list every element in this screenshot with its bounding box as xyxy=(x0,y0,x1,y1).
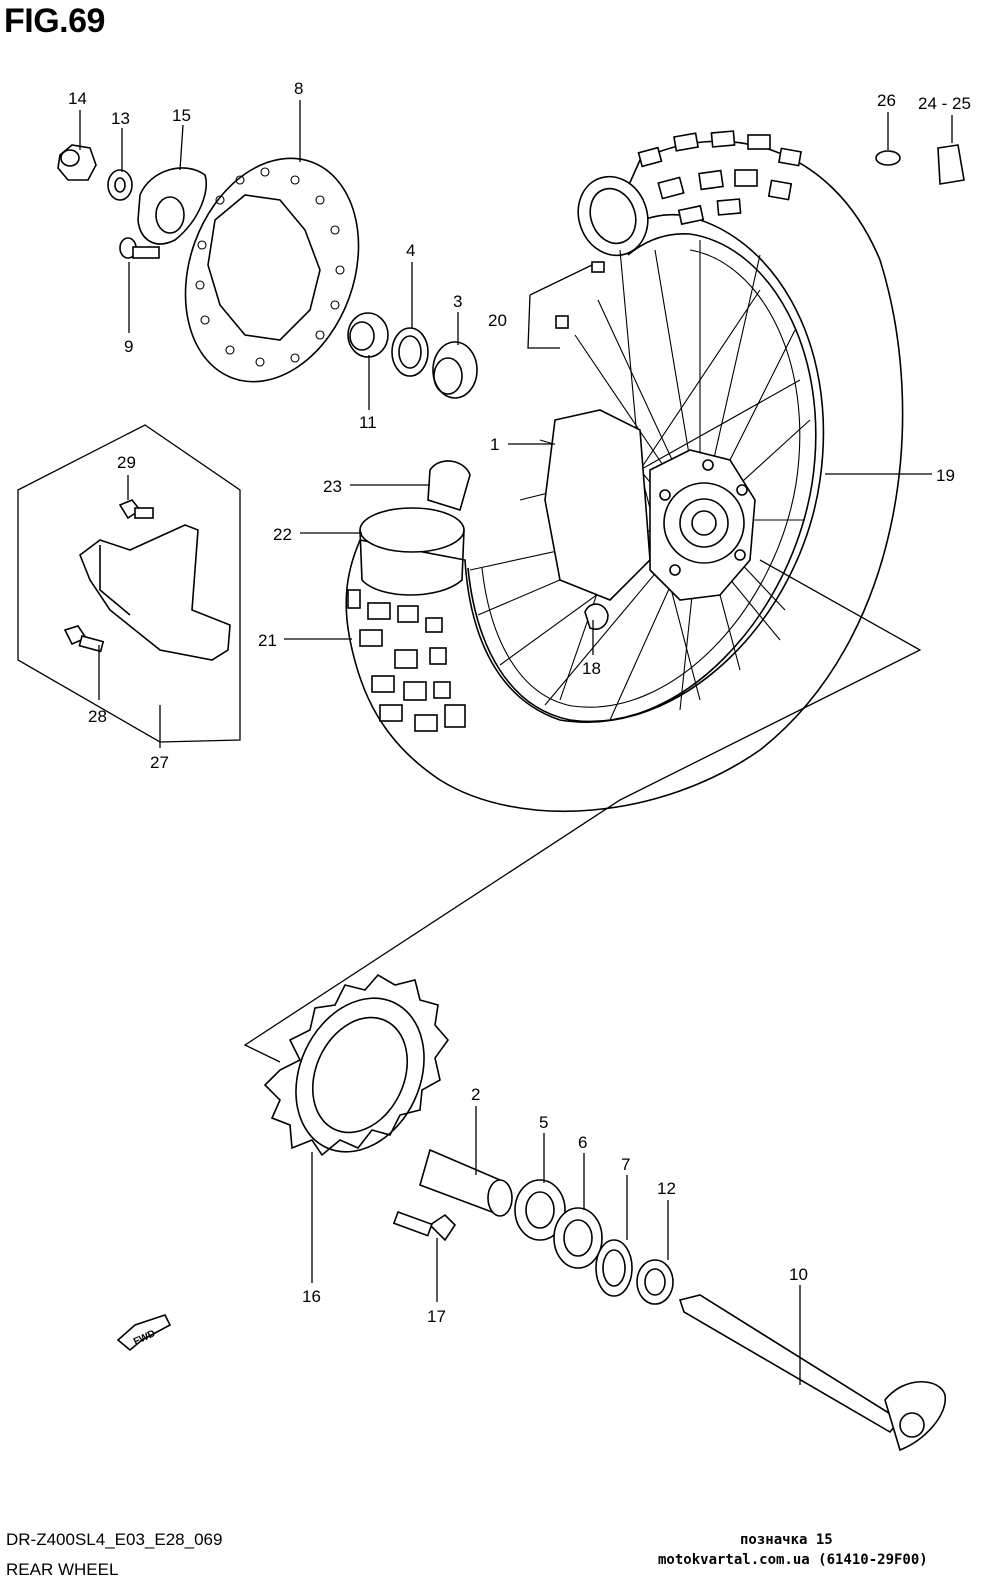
tube-23[interactable] xyxy=(427,460,471,512)
callout-14: 14 xyxy=(68,89,87,108)
callout-22: 22 xyxy=(273,525,292,544)
callout-29: 29 xyxy=(117,453,136,472)
callout-1: 1 xyxy=(490,435,499,454)
bearing-3[interactable] xyxy=(432,341,478,399)
callout-2: 2 xyxy=(471,1085,480,1104)
callout-13: 13 xyxy=(111,109,130,128)
spacer-11[interactable] xyxy=(347,312,389,358)
callout-21: 21 xyxy=(258,631,277,650)
rear-rim[interactable] xyxy=(467,233,817,723)
leader-lines xyxy=(79,100,953,1385)
rim-band-22[interactable] xyxy=(359,507,465,596)
bolt-29[interactable] xyxy=(118,499,154,520)
figure-title: FIG.69 xyxy=(4,2,105,40)
balancer-18[interactable] xyxy=(584,603,609,630)
callout-9: 9 xyxy=(124,337,133,356)
callout-24-25: 24 - 25 xyxy=(918,94,971,113)
callout-6: 6 xyxy=(578,1133,587,1152)
section-name: REAR WHEEL xyxy=(6,1560,119,1579)
callout-20: 20 xyxy=(488,311,507,330)
callout-10: 10 xyxy=(789,1265,808,1284)
axle-10[interactable] xyxy=(678,1294,946,1452)
bearing-6[interactable] xyxy=(553,1207,603,1269)
callout-7: 7 xyxy=(621,1155,630,1174)
bolt-28[interactable] xyxy=(63,625,105,653)
hub[interactable] xyxy=(544,409,756,601)
callout-28: 28 xyxy=(88,707,107,726)
callout-17: 17 xyxy=(427,1307,446,1326)
callout-26: 26 xyxy=(877,91,896,110)
rear-sprocket-16[interactable] xyxy=(263,973,450,1173)
washer-13[interactable] xyxy=(107,169,133,201)
brake-disc-8[interactable] xyxy=(156,134,389,406)
callout-5: 5 xyxy=(539,1113,548,1132)
sprocket-guard[interactable] xyxy=(79,524,231,661)
spoke-nipple-20[interactable] xyxy=(555,261,605,329)
callout-8: 8 xyxy=(294,79,303,98)
sprocket-guard-group-box xyxy=(17,424,241,743)
bearing-5[interactable] xyxy=(514,1179,566,1241)
valve-cap-24-25[interactable] xyxy=(937,144,965,185)
assembly-line xyxy=(243,559,922,1063)
rear-tire[interactable] xyxy=(345,130,904,813)
catalog-note: позначка 15 xyxy=(740,1532,833,1548)
callout-19: 19 xyxy=(936,466,955,485)
callout-3: 3 xyxy=(453,292,462,311)
callout-15: 15 xyxy=(172,106,191,125)
sprocket-drum-15[interactable] xyxy=(137,167,207,245)
callout-4: 4 xyxy=(406,241,415,260)
callout-16: 16 xyxy=(302,1287,321,1306)
site-reference: motokvartal.com.ua (61410-29F00) xyxy=(658,1552,928,1568)
nut-14[interactable] xyxy=(57,144,97,181)
model-code: DR-Z400SL4_E03_E28_069 xyxy=(6,1530,223,1549)
callout-18: 18 xyxy=(582,659,601,678)
bolt-9[interactable] xyxy=(119,237,160,259)
fwd-arrow-icon: FWD xyxy=(116,1314,172,1352)
callout-27: 27 xyxy=(150,753,169,772)
spacer-2[interactable] xyxy=(419,1148,513,1217)
callout-23: 23 xyxy=(323,477,342,496)
oil-seal-7[interactable] xyxy=(595,1239,633,1297)
spacer-12[interactable] xyxy=(636,1259,674,1305)
oil-seal-4[interactable] xyxy=(391,327,429,377)
callout-12: 12 xyxy=(657,1179,676,1198)
bolt-17[interactable] xyxy=(392,1210,457,1242)
cap-26[interactable] xyxy=(875,150,901,166)
callout-11: 11 xyxy=(359,413,377,432)
